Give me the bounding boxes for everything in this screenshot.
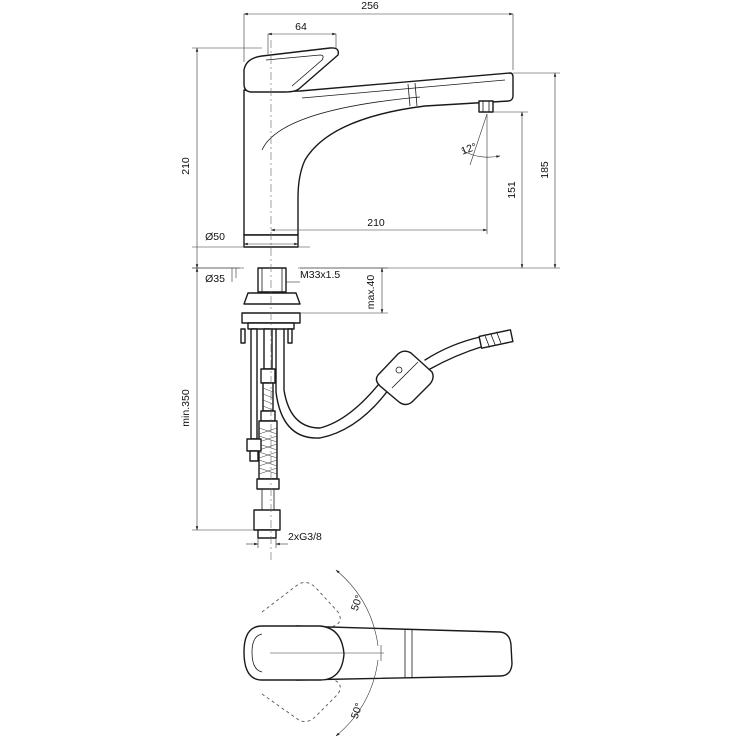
dim-185-label: 185 [539,161,551,179]
supply-tube-left [250,328,258,440]
hose-weight [375,350,434,406]
mounting-plate [243,292,301,305]
thread-shank [257,267,287,293]
swivel-angle-top-label: 50° [349,593,366,612]
connector-nut [253,509,281,531]
stud-left [240,328,246,344]
spout [243,72,514,236]
lever-handle [243,47,340,93]
spout-top-outline [295,625,513,681]
stud-right [287,328,293,344]
dim-d35-label: Ø35 [205,273,225,285]
dim-151-label: 151 [506,181,518,199]
dim-d50-label: Ø50 [205,231,225,243]
swivel-angle-bottom-label: 50° [349,701,366,720]
lever-ghost-top [261,582,341,649]
dim-min350-label: min.350 [180,389,192,427]
top-view: 50° 50° [243,569,513,736]
side-view: 256 64 210 185 151 210 12° Ø50 Ø35 [180,0,560,560]
hose-end-fitting [478,329,514,349]
dim-thread-label: M33x1.5 [300,269,340,281]
dim-64-label: 64 [295,21,307,33]
dim-210-height-label: 210 [180,157,192,175]
dim-12deg-label: 12° [459,141,478,158]
dim-256-label: 256 [361,0,379,12]
pull-out-hose [275,328,393,439]
dim-210-reach-label: 210 [367,217,385,229]
aerator [478,100,494,113]
lever-ghost-bottom [261,655,341,722]
dim-max40-label: max.40 [365,275,377,310]
dim-connection-label: 2xG3/8 [288,531,322,543]
